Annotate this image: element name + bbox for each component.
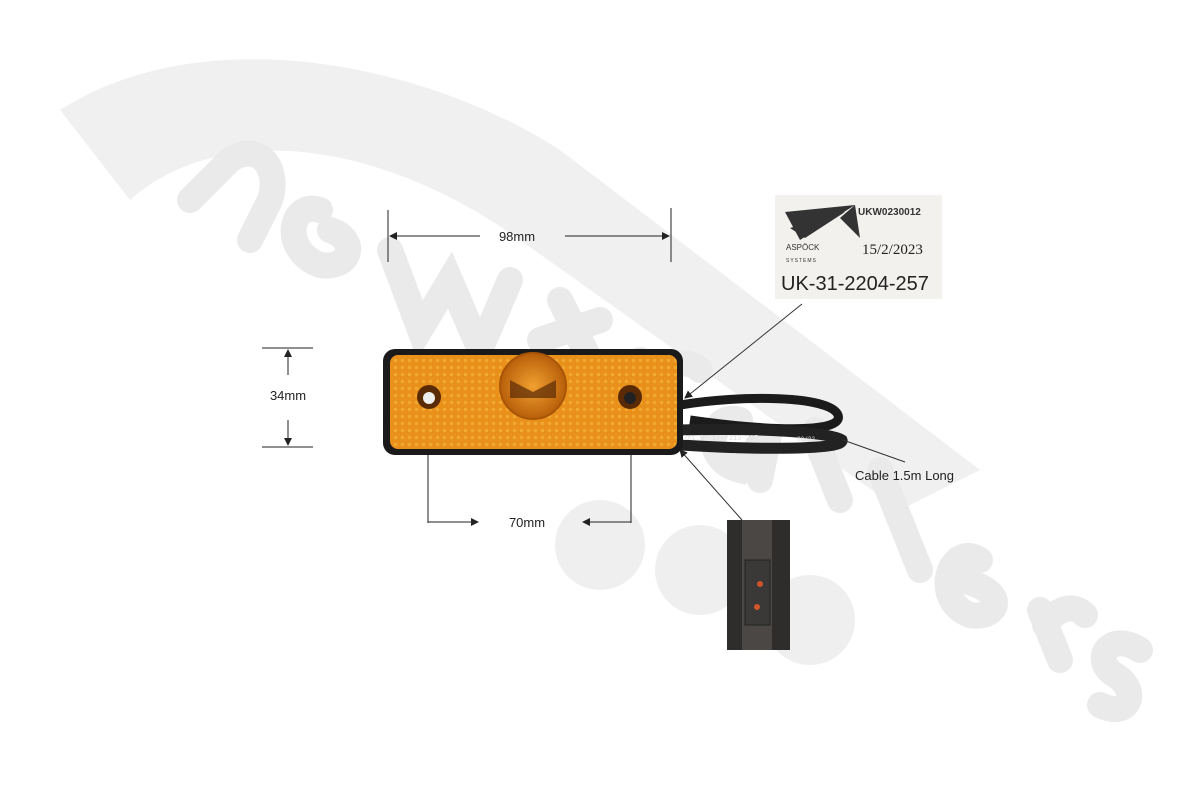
label-part-number: UK-31-2204-257 bbox=[781, 273, 929, 295]
cable: 2X1.0 17-7213-207 02/22 bbox=[679, 393, 848, 454]
label-date: 15/2/2023 bbox=[862, 242, 923, 258]
width-label: 98mm bbox=[499, 229, 535, 244]
width-dimension: 98mm bbox=[387, 208, 672, 262]
marker-lamp bbox=[383, 349, 683, 455]
label-brand-sub: SYSTEMS bbox=[786, 258, 817, 264]
height-dimension: 34mm bbox=[262, 347, 313, 448]
hole-spacing-dimension: 70mm bbox=[427, 402, 632, 530]
height-label: 34mm bbox=[270, 388, 306, 403]
cable-spec: 2X1.0 bbox=[683, 435, 704, 443]
hole-spacing-label: 70mm bbox=[509, 515, 545, 530]
label-serial: UKW0230012 bbox=[858, 207, 921, 218]
label-brand: ASPÖCK bbox=[786, 243, 820, 252]
cable-code: 17-7213-207 bbox=[712, 435, 758, 443]
connector-photo bbox=[727, 520, 790, 650]
product-label: UKW0230012 ASPÖCK SYSTEMS 15/2/2023 UK-3… bbox=[775, 195, 942, 299]
cable-date: 02/22 bbox=[797, 436, 815, 443]
cable-length-label: Cable 1.5m Long bbox=[855, 468, 954, 483]
